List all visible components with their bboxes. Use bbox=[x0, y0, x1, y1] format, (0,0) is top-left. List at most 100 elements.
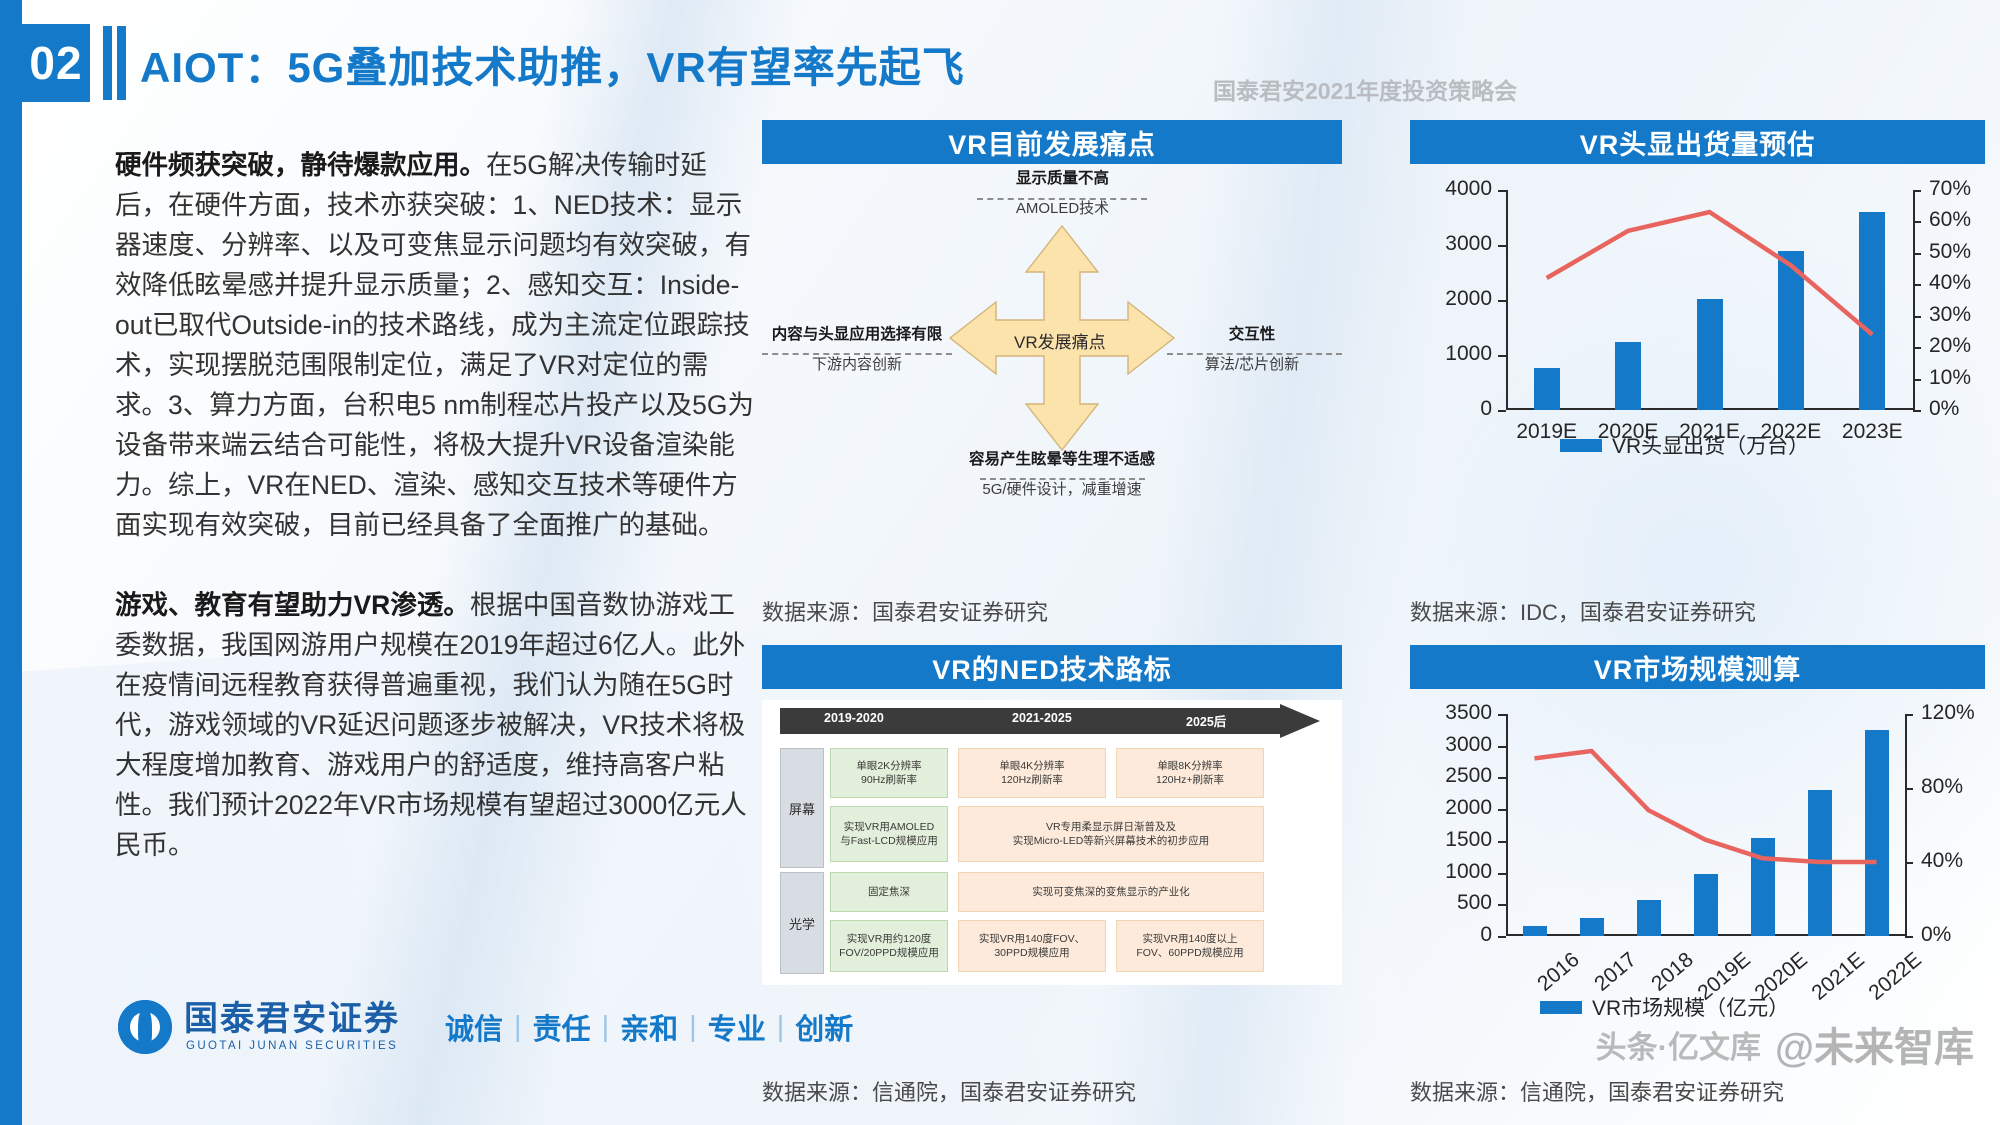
bar bbox=[1522, 926, 1547, 936]
y-tick-label: 0 bbox=[1480, 397, 1492, 420]
y-tick-right bbox=[1913, 410, 1921, 412]
legend-label: VR头显出货（万台） bbox=[1612, 435, 1810, 458]
y-tick bbox=[1498, 714, 1506, 716]
y-tick-label: 2500 bbox=[1445, 764, 1492, 788]
y-tick bbox=[1498, 190, 1506, 192]
panel-title-market: VR市场规模测算 bbox=[1410, 645, 1985, 689]
y-tick-right bbox=[1905, 714, 1913, 716]
diagram-center-label: VR发展痛点 bbox=[1014, 333, 1106, 352]
y-tick-right bbox=[1913, 284, 1921, 287]
slogan-word-1: 诚信 bbox=[445, 1014, 504, 1046]
y-tick-label: 2000 bbox=[1445, 796, 1492, 820]
y-tick-label: 1000 bbox=[1445, 859, 1492, 883]
bar bbox=[1807, 790, 1832, 936]
source-market: 数据来源：信通院，国泰君安证券研究 bbox=[1410, 1080, 1785, 1105]
pain-label-top: 显示质量不高 AMOLED技术 bbox=[1015, 170, 1110, 217]
chart-legend: VR头显出货（万台） bbox=[1560, 430, 1809, 460]
chart-right-axis bbox=[1905, 714, 1907, 936]
bar bbox=[1864, 729, 1889, 936]
y-tick bbox=[1498, 936, 1506, 938]
section-number: 02 bbox=[22, 24, 90, 102]
y-tick-right bbox=[1913, 190, 1921, 192]
y-tick-label-right: 70% bbox=[1929, 177, 1972, 200]
legend-swatch bbox=[1540, 1000, 1582, 1014]
y-tick-right bbox=[1913, 378, 1921, 381]
paragraph-gaming-body: 根据中国音数协游戏工委数据，我国网游用户规模在2019年超过6亿人。此外在疫情间… bbox=[115, 590, 747, 860]
y-tick bbox=[1498, 777, 1506, 780]
legend-swatch bbox=[1560, 438, 1602, 452]
bar bbox=[1777, 250, 1804, 410]
y-tick bbox=[1498, 355, 1506, 357]
logo-company-en: GUOTAI JUNAN SECURITIES bbox=[186, 1040, 399, 1052]
connector-left bbox=[762, 353, 952, 355]
bar bbox=[1750, 838, 1775, 936]
y-tick-label: 3000 bbox=[1445, 732, 1492, 756]
panel-title-pain-points: VR目前发展痛点 bbox=[762, 120, 1342, 164]
slogan-word-3: 亲和 bbox=[620, 1014, 679, 1046]
y-tick bbox=[1498, 245, 1506, 247]
y-tick bbox=[1498, 410, 1506, 412]
x-tick-label: 2019E bbox=[1516, 420, 1578, 443]
y-tick-label-right: 40% bbox=[1929, 271, 1972, 295]
bar bbox=[1859, 212, 1886, 410]
panel-title-ned-roadmap: VR的NED技术路标 bbox=[762, 645, 1342, 689]
x-tick-label: 2021E bbox=[1806, 948, 1869, 1005]
y-tick-right bbox=[1905, 936, 1913, 938]
y-tick-label-right: 60% bbox=[1929, 208, 1972, 232]
slogan-word-5: 创新 bbox=[795, 1014, 854, 1046]
y-tick-label: 3000 bbox=[1445, 232, 1492, 255]
left-text-column: 硬件频获突破，静待爆款应用。在5G解决传输时延后，在硬件方面，技术亦获突破：1、… bbox=[115, 145, 755, 865]
watermark: 头条·亿文库 @未来智库 bbox=[1596, 1015, 1974, 1073]
bar bbox=[1615, 342, 1642, 410]
bar bbox=[1533, 368, 1560, 410]
y-tick bbox=[1498, 745, 1506, 748]
paragraph-hardware-lead: 硬件频获突破，静待爆款应用。 bbox=[115, 150, 486, 180]
y-tick-label-right: 0% bbox=[1921, 923, 1952, 946]
x-tick-label: 2020E bbox=[1597, 420, 1659, 443]
slogan-word-4: 专业 bbox=[707, 1014, 766, 1046]
slide-header: 02 AIOT：5G叠加技术助推，VR有望率先起飞 国泰君安2021年度投资策略… bbox=[0, 24, 2000, 104]
ned-cell-screen-5: VR专用柔显示屏日渐普及及实现Micro-LED等新兴屏幕技术的初步应用 bbox=[958, 806, 1264, 862]
y-tick-right bbox=[1905, 788, 1913, 790]
left-accent-bar bbox=[0, 0, 22, 1125]
x-tick-label: 2023E bbox=[1841, 420, 1903, 443]
x-tick-label: 2021E bbox=[1679, 420, 1740, 443]
x-tick-label: 2022E bbox=[1760, 420, 1822, 443]
logo-company-cn: 国泰君安证券 bbox=[184, 1000, 400, 1038]
pain-point-diagram: VR发展痛点 显示质量不高 AMOLED技术 内容与头显应用选择有限 下游内容创… bbox=[762, 160, 1342, 498]
y-tick-label: 3500 bbox=[1445, 701, 1492, 724]
slogan-sep-4: | bbox=[776, 1010, 785, 1043]
slogan-sep-2: | bbox=[601, 1010, 610, 1043]
y-tick-label-right: 40% bbox=[1921, 849, 1964, 872]
y-tick-label-right: 0% bbox=[1929, 397, 1960, 420]
ned-era-2: 2021-2025 bbox=[1012, 711, 1072, 725]
y-tick bbox=[1498, 904, 1506, 907]
source-ned-roadmap: 数据来源：信通院，国泰君安证券研究 bbox=[762, 1080, 1137, 1105]
y-tick bbox=[1498, 840, 1506, 843]
chart-right-axis bbox=[1913, 190, 1915, 410]
y-tick-label-right: 10% bbox=[1929, 365, 1972, 389]
ned-cell-optics-2: 实现可变焦深的变焦显示的产业化 bbox=[958, 872, 1264, 912]
timeline-arrow-icon bbox=[780, 704, 1320, 738]
connector-top bbox=[977, 198, 1147, 200]
y-tick-label: 4000 bbox=[1445, 177, 1492, 200]
pain-label-right: 交互性 算法/芯片创新 bbox=[1204, 326, 1300, 373]
y-tick-label-right: 20% bbox=[1929, 334, 1972, 358]
panel-title-shipment: VR头显出货量预估 bbox=[1410, 120, 1985, 164]
y-tick bbox=[1498, 809, 1506, 812]
watermark-logo: 头条·亿文库 bbox=[1595, 1029, 1761, 1065]
page-title: AIOT：5G叠加技术助推，VR有望率先起飞 bbox=[140, 44, 965, 91]
connector-right bbox=[1167, 353, 1342, 355]
ned-cell-optics-1: 固定焦深 bbox=[830, 872, 948, 912]
y-tick-label: 1000 bbox=[1445, 342, 1492, 365]
title-divider-thick bbox=[103, 26, 112, 100]
bar bbox=[1636, 900, 1661, 936]
legend-label: VR市场规模（亿元） bbox=[1592, 997, 1790, 1020]
slogan: 诚信 | 责任 | 亲和 | 专业 | 创新 bbox=[434, 1006, 864, 1048]
source-pain-points: 数据来源：国泰君安证券研究 bbox=[762, 600, 1049, 625]
